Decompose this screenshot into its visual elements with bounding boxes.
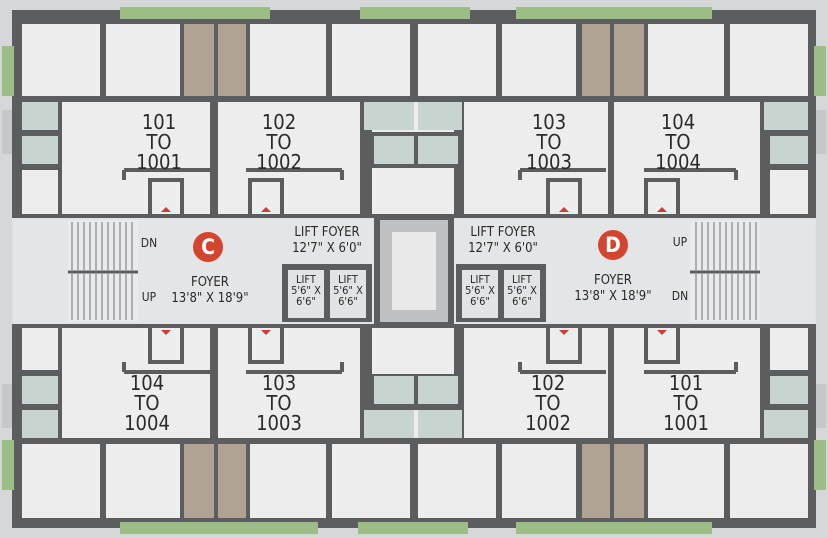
foyer-d-size: 13'8" X 18'9" xyxy=(574,289,652,304)
lift-car-3 xyxy=(462,270,498,318)
lift-car-2 xyxy=(330,270,366,318)
unit-range-end: 1002 xyxy=(256,150,302,174)
unit-to: TO xyxy=(266,130,292,154)
foyer-c-label: FOYER 13'8" X 18'9" xyxy=(155,275,265,307)
lift-foyer-name: LIFT FOYER xyxy=(470,225,536,240)
lift-label: LIFT 5'6" X 6'6" xyxy=(463,274,497,307)
unit-label: 101 TO 1001 xyxy=(114,112,204,172)
unit-label: 102 TO 1002 xyxy=(234,112,324,172)
unit-number: 103 xyxy=(261,371,297,395)
lift-name: LIFT xyxy=(512,273,532,286)
unit-number: 104 xyxy=(660,110,696,134)
lift-label: LIFT 5'6" X 6'6" xyxy=(505,274,539,307)
unit-label: 104 TO 1004 xyxy=(633,112,723,172)
unit-to: TO xyxy=(535,391,561,415)
foyer-c-size: 13'8" X 18'9" xyxy=(171,291,249,306)
wing-c-badge: C xyxy=(193,232,223,262)
unit-to: TO xyxy=(673,391,699,415)
lift-size-2: 6'6" xyxy=(470,295,490,308)
lift-foyer-size: 12'7" X 6'0" xyxy=(292,241,362,256)
unit-range-end: 1001 xyxy=(136,150,182,174)
stair-d-up-label: UP xyxy=(672,235,688,249)
lift-foyer-size: 12'7" X 6'0" xyxy=(468,241,538,256)
lift-label: LIFT 5'6" X 6'6" xyxy=(331,274,365,307)
unit-range-end: 1003 xyxy=(256,411,302,435)
unit-range-end: 1001 xyxy=(663,411,709,435)
unit-to: TO xyxy=(266,391,292,415)
foyer-d-label: FOYER 13'8" X 18'9" xyxy=(558,273,668,305)
unit-number: 102 xyxy=(261,110,297,134)
unit-to: TO xyxy=(134,391,160,415)
lift-name: LIFT xyxy=(470,273,490,286)
lift-name: LIFT xyxy=(296,273,316,286)
foyer-c-name: FOYER xyxy=(191,275,229,290)
unit-to: TO xyxy=(665,130,691,154)
lift-size-1: 5'6" X xyxy=(507,284,537,297)
lift-name: LIFT xyxy=(338,273,358,286)
wing-d-badge: D xyxy=(598,230,628,260)
unit-number: 103 xyxy=(531,110,567,134)
stair-right xyxy=(690,220,760,322)
unit-range-end: 1004 xyxy=(655,150,701,174)
unit-number: 102 xyxy=(530,371,566,395)
unit-to: TO xyxy=(536,130,562,154)
unit-label: 104 TO 1004 xyxy=(102,373,192,433)
foyer-d-name: FOYER xyxy=(594,273,632,288)
lift-foyer-right-label: LIFT FOYER 12'7" X 6'0" xyxy=(448,225,558,257)
unit-number: 101 xyxy=(668,371,704,395)
unit-range-end: 1003 xyxy=(526,150,572,174)
unit-number: 104 xyxy=(129,371,165,395)
unit-label: 103 TO 1003 xyxy=(234,373,324,433)
unit-range-end: 1002 xyxy=(525,411,571,435)
unit-label: 102 TO 1002 xyxy=(503,373,593,433)
lift-size-2: 6'6" xyxy=(296,295,316,308)
stair-c-down-label: DN xyxy=(140,236,158,250)
lift-size-2: 6'6" xyxy=(512,295,532,308)
lift-car-1 xyxy=(288,270,324,318)
unit-range-end: 1004 xyxy=(124,411,170,435)
unit-number: 101 xyxy=(141,110,177,134)
lift-size-2: 6'6" xyxy=(338,295,358,308)
unit-label: 101 TO 1001 xyxy=(641,373,731,433)
stair-d-down-label: DN xyxy=(671,289,689,303)
unit-label: 103 TO 1003 xyxy=(504,112,594,172)
lift-car-4 xyxy=(504,270,540,318)
stair-left xyxy=(68,220,138,322)
unit-to: TO xyxy=(146,130,172,154)
lift-foyer-name: LIFT FOYER xyxy=(294,225,360,240)
lift-label: LIFT 5'6" X 6'6" xyxy=(289,274,323,307)
lift-foyer-left-label: LIFT FOYER 12'7" X 6'0" xyxy=(272,225,382,257)
lift-size-1: 5'6" X xyxy=(291,284,321,297)
lift-size-1: 5'6" X xyxy=(333,284,363,297)
stair-c-up-label: UP xyxy=(141,290,157,304)
lift-size-1: 5'6" X xyxy=(465,284,495,297)
